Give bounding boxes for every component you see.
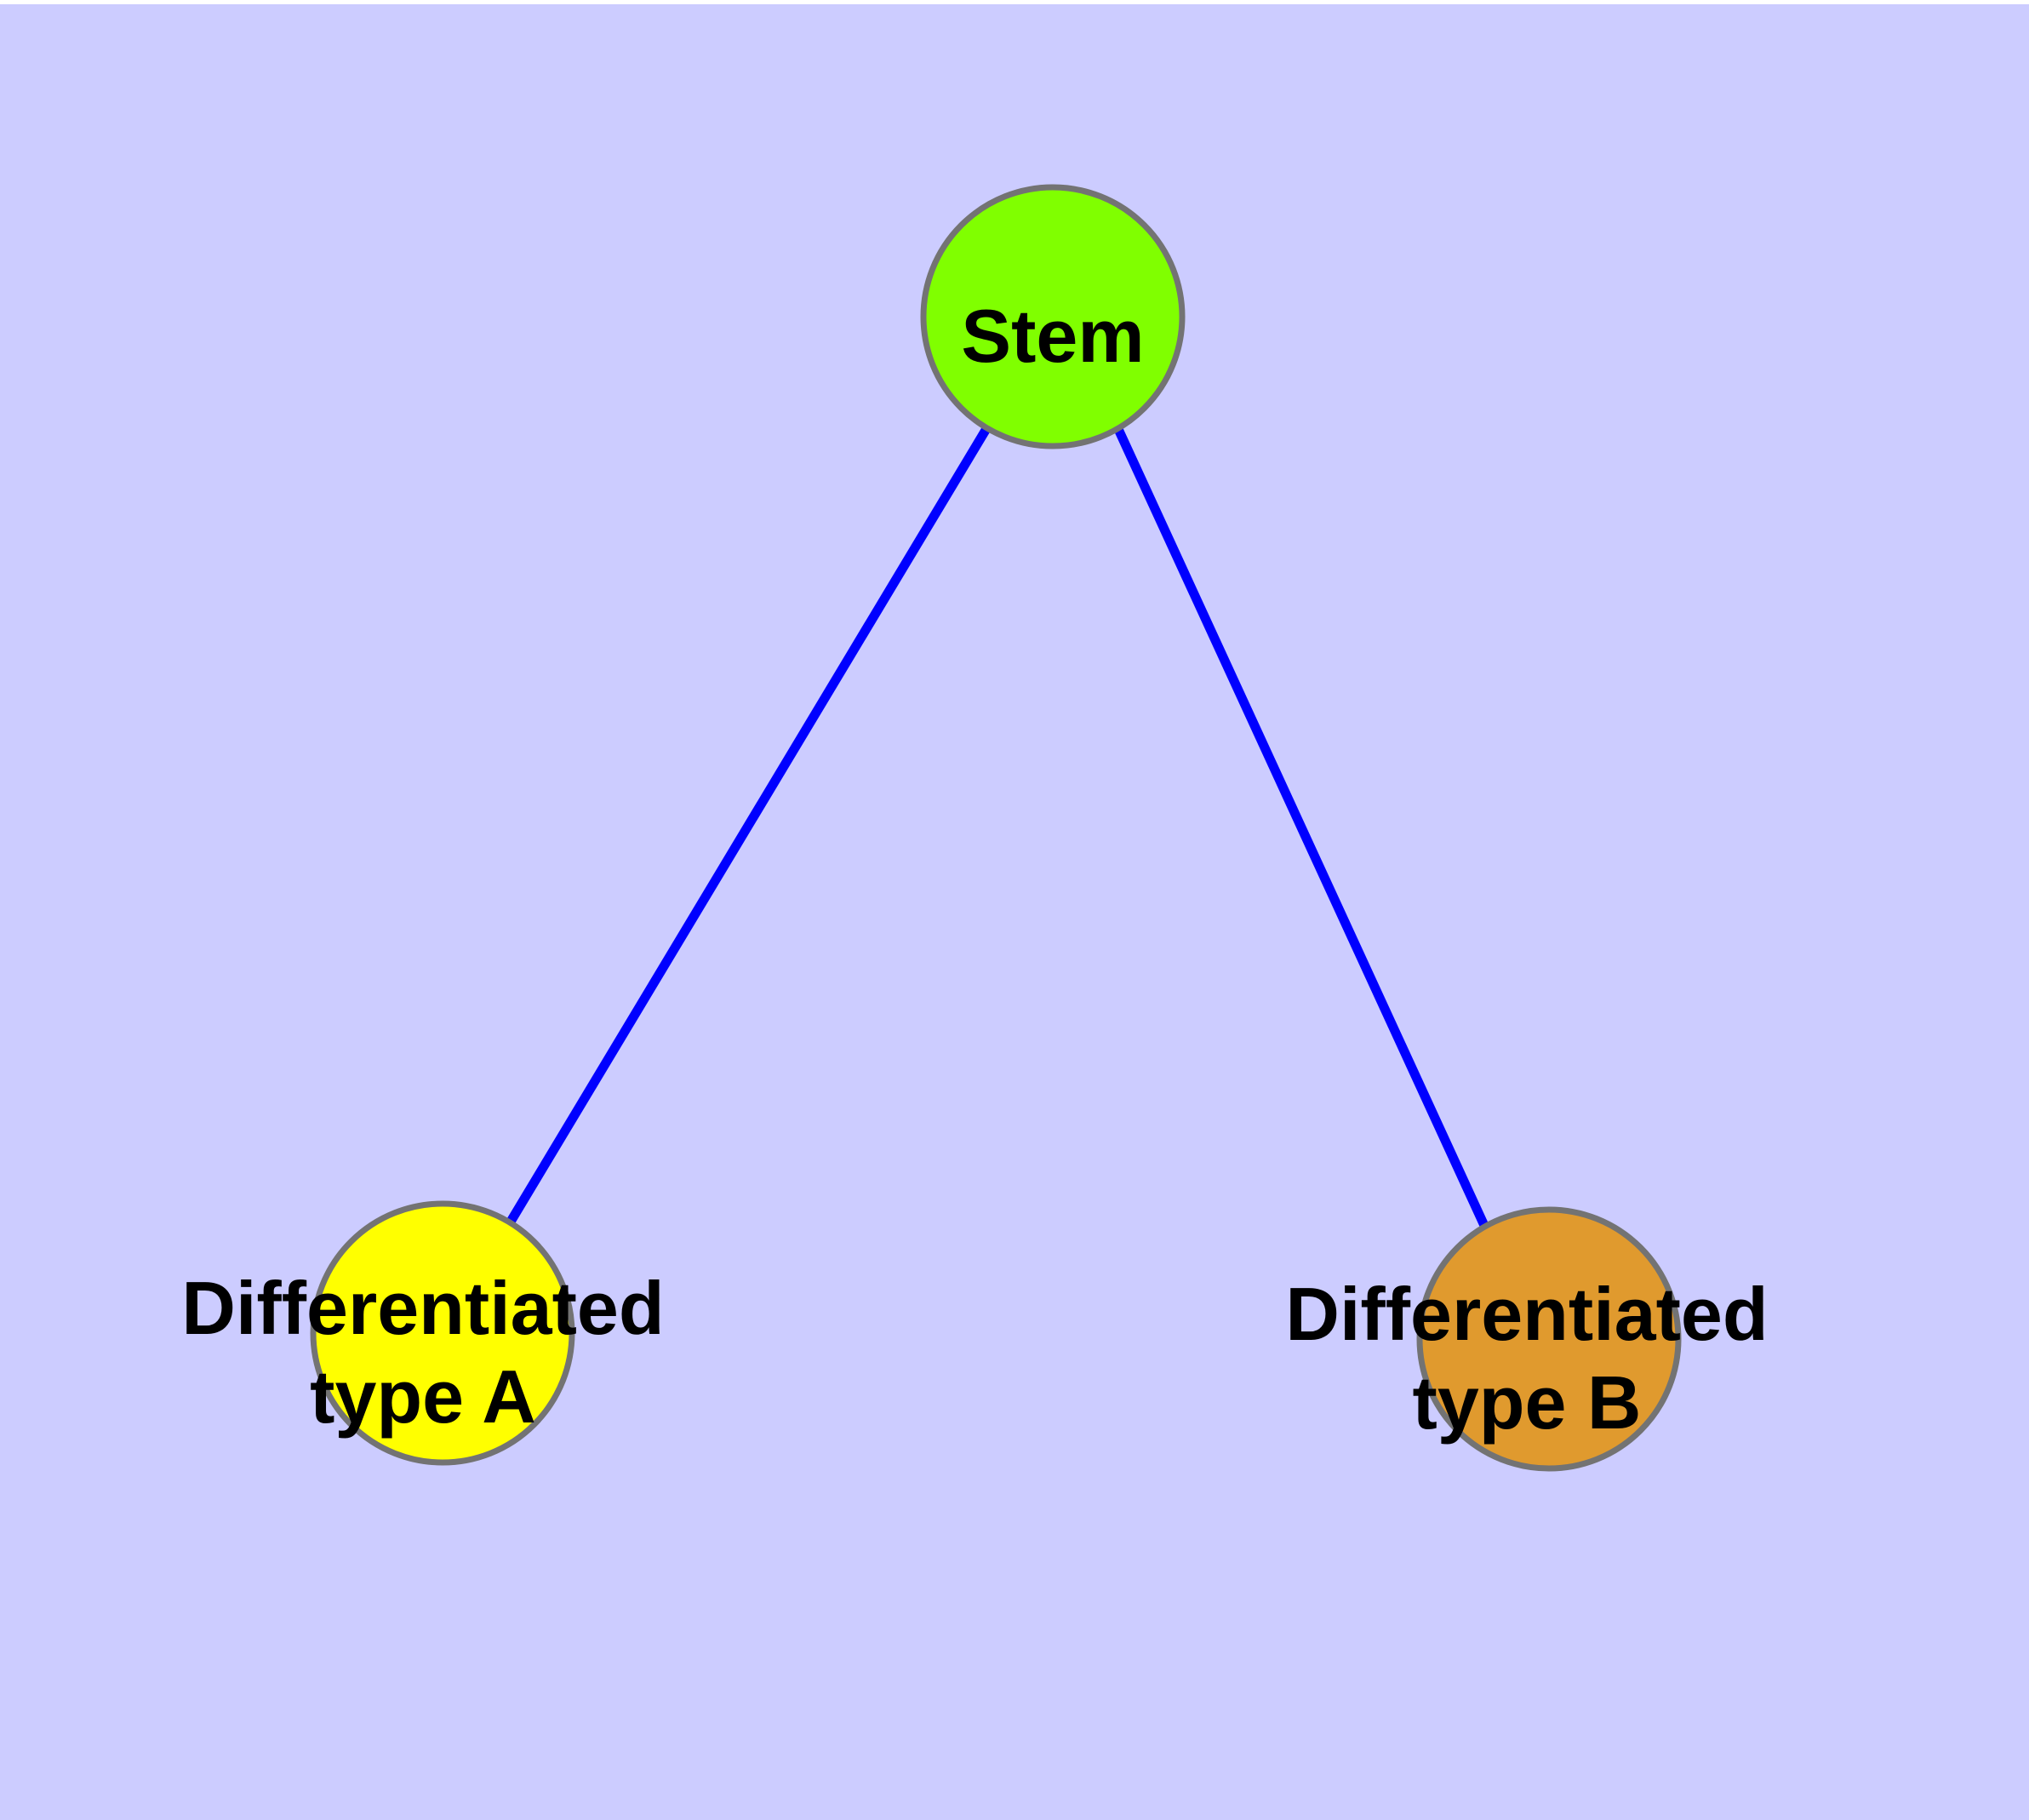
node-label-line: Stem (961, 294, 1144, 378)
edge-stem-to-differentiated-type-a[interactable] (504, 425, 992, 1228)
node-label-line: Differentiated (181, 1266, 664, 1350)
edges-layer (504, 425, 1490, 1232)
node-stem-circle[interactable] (920, 184, 1186, 449)
node-label-line: Differentiated (1285, 1272, 1768, 1356)
node-label-line: type B (1413, 1360, 1642, 1445)
node-stem[interactable]: Stem (920, 184, 1186, 449)
node-differentiated-type-a-circle[interactable] (310, 1200, 575, 1466)
node-stem-label: Stem (961, 294, 1144, 378)
node-differentiated-type-b-circle[interactable] (1416, 1206, 1682, 1472)
node-label-line: type A (310, 1354, 536, 1439)
edge-stem-to-differentiated-type-b[interactable] (1113, 425, 1490, 1232)
